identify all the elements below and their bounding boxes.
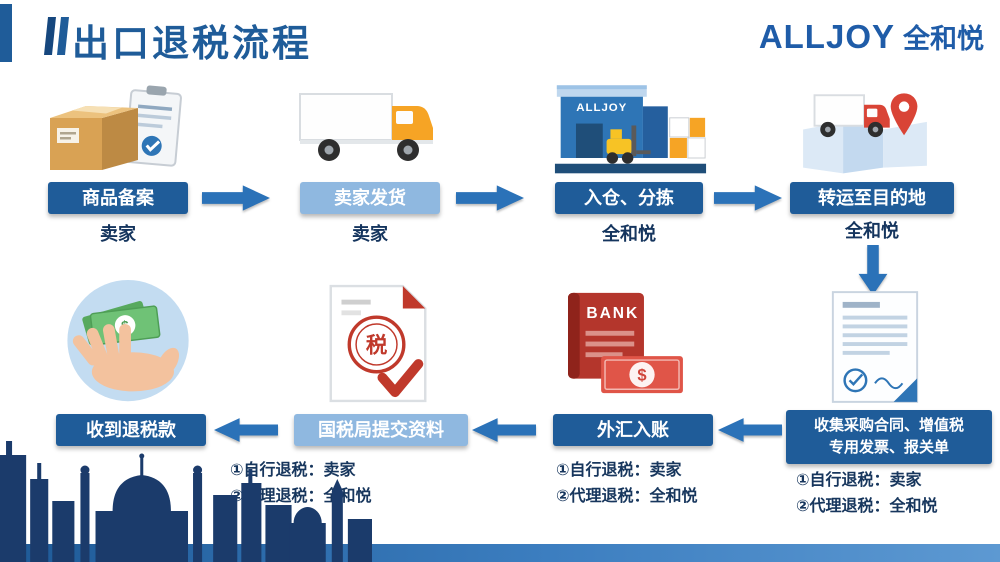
notes-collect-documents: ①自行退税：卖家 ②代理退税：全和悦	[796, 468, 938, 519]
page-title: 出口退税流程	[72, 23, 312, 64]
transport-destination-icon	[790, 80, 940, 180]
note-line: ①自行退税：卖家	[796, 472, 922, 489]
step-forex-receipt: 外汇入账	[553, 414, 713, 446]
step-submit-tax-bureau: 国税局提交资料	[294, 414, 468, 446]
step-product-filing: 商品备案	[48, 182, 188, 214]
title-accent-bars	[44, 17, 69, 55]
arrow-right-icon	[714, 184, 782, 212]
tax-seal-character: 税	[366, 332, 388, 357]
arrow-down-icon	[858, 245, 888, 295]
arrow-left-icon	[214, 416, 278, 444]
note-line: ②代理退税：全和悦	[556, 487, 698, 505]
brand-name-en: ALLJOY	[758, 18, 895, 55]
brand-logo: ALLJOY 全和悦	[759, 17, 984, 56]
arrow-left-icon	[472, 416, 536, 444]
warehouse-sign-label: ALLJOY	[576, 102, 627, 114]
step-transport-destination: 转运至目的地	[790, 182, 954, 214]
city-skyline-silhouette	[0, 441, 372, 562]
bank-label: BANK	[586, 305, 639, 322]
left-edge-accent	[0, 4, 12, 62]
brand-name-cn: 全和悦	[903, 24, 984, 54]
arrow-left-icon	[718, 416, 782, 444]
note-line: ①自行退税：卖家	[230, 462, 356, 479]
step-seller-ship: 卖家发货	[300, 182, 440, 214]
delivery-truck-icon	[295, 88, 445, 168]
arrow-right-icon	[456, 184, 524, 212]
actor-label: 全和悦	[602, 224, 656, 244]
dollar-sign: $	[637, 366, 646, 385]
note-line: ②代理退税：全和悦	[796, 497, 938, 515]
step-warehouse-sorting: 入仓、分拣	[555, 182, 703, 214]
tax-document-icon: 税	[322, 280, 434, 407]
warehouse-sorting-icon: ALLJOY	[548, 70, 713, 180]
actor-label: 卖家	[352, 224, 388, 244]
step-receive-refund: 收到退税款	[56, 414, 206, 446]
goods-box-icon	[42, 76, 192, 176]
documents-contract-icon	[826, 288, 924, 406]
step-collect-documents: 收集采购合同、增值税专用发票、报关单	[786, 410, 992, 464]
hand-receiving-money-icon: $	[60, 278, 198, 410]
actor-label: 全和悦	[845, 221, 899, 241]
bank-passbook-money-icon: BANK $	[558, 288, 690, 400]
actor-label: 卖家	[100, 224, 136, 244]
arrow-right-icon	[202, 184, 270, 212]
note-line: ①自行退税：卖家	[556, 462, 682, 479]
notes-forex-receipt: ①自行退税：卖家 ②代理退税：全和悦	[556, 458, 698, 509]
